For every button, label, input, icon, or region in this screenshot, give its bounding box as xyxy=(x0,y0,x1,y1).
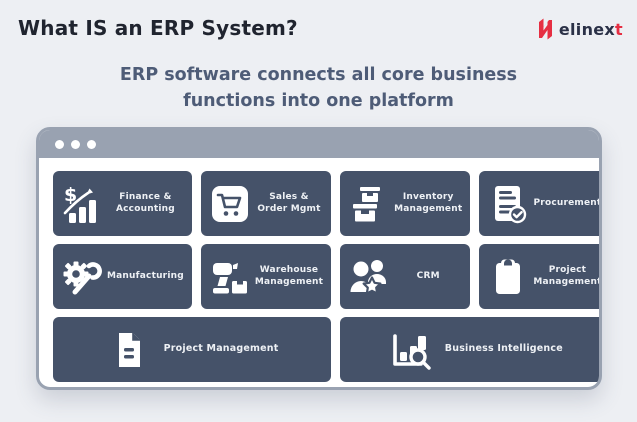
chart-magnifier-icon xyxy=(387,330,433,370)
tile-crm: CRM xyxy=(340,244,471,309)
brand-wordmark: elinext xyxy=(558,19,623,39)
clipboard-icon xyxy=(487,257,529,297)
tile-label: Warehouse Management xyxy=(254,264,324,287)
gear-wrench-icon xyxy=(61,257,103,297)
tile-label: Project Management xyxy=(163,343,279,355)
brand-wordmark-accent: t xyxy=(615,19,623,39)
tile-project-management-wide: Project Management xyxy=(53,317,332,382)
brand-logo: elinext xyxy=(537,17,623,41)
finance-accounting-icon: $ xyxy=(61,184,103,224)
tile-label: Sales & Order Mgmt xyxy=(257,191,321,214)
window-dot-icon xyxy=(71,139,80,149)
page-subtitle: ERP software connects all core business … xyxy=(0,62,637,115)
tile-label: CRM xyxy=(416,270,440,281)
stacked-boxes-icon xyxy=(348,184,390,224)
svg-text:$: $ xyxy=(64,184,77,206)
window-dot-icon xyxy=(55,139,64,149)
tile-manufacturing: Manufacturing xyxy=(53,244,192,309)
window-dot-icon xyxy=(87,139,96,149)
tile-inventory-management: Inventory Management xyxy=(340,171,471,236)
tile-label: Business Intelligence xyxy=(444,343,563,355)
subtitle-line-1: ERP software connects all core business xyxy=(119,65,518,85)
tile-sales-order-mgmt: Sales & Order Mgmt xyxy=(200,171,332,236)
tile-label: Procurement xyxy=(533,197,602,208)
shopping-cart-icon xyxy=(209,184,251,224)
page-title: What IS an ERP System? xyxy=(18,16,298,40)
tile-label: Manufacturing xyxy=(107,270,184,281)
tile-finance-accounting: $ Finance & Accounting xyxy=(53,171,192,236)
tile-procurement: Procurement xyxy=(479,171,602,236)
tile-label: Inventory Management xyxy=(394,191,463,214)
tile-warehouse-management: Warehouse Management xyxy=(200,244,332,309)
browser-chrome-bar xyxy=(39,130,599,158)
tile-label: Finance & Accounting xyxy=(115,191,175,214)
tile-label: Project Management xyxy=(533,264,602,287)
customers-star-icon xyxy=(348,257,390,297)
subtitle-line-2: functions into one platform xyxy=(183,91,454,112)
tile-business-intelligence: Business Intelligence xyxy=(340,317,599,382)
elinext-n-icon xyxy=(537,17,554,41)
document-lines-icon xyxy=(106,330,152,370)
tile-project-management: Project Management xyxy=(479,244,602,309)
browser-window: $ Finance & Accounting xyxy=(36,127,602,390)
forklift-icon xyxy=(209,257,251,297)
erp-modules-grid: $ Finance & Accounting xyxy=(39,158,602,387)
document-check-icon xyxy=(487,184,529,224)
